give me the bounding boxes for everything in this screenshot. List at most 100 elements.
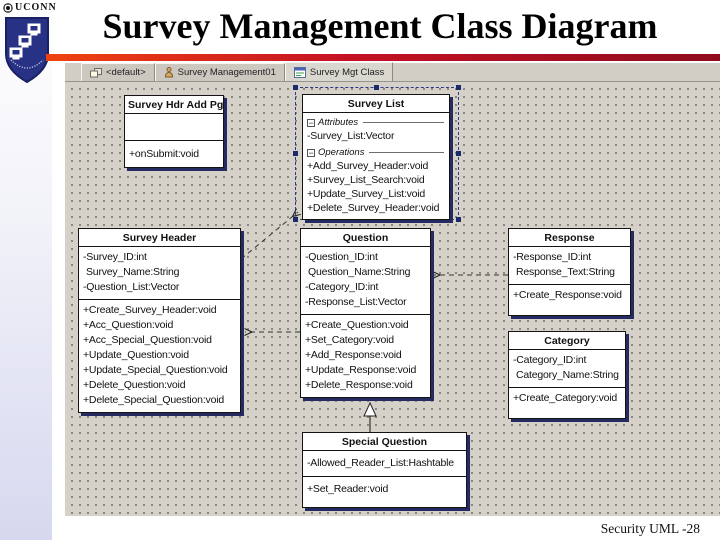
attribute-row: -Question_ID:int — [305, 251, 378, 263]
class-diagram-icon — [293, 66, 306, 78]
left-accent-bar — [0, 0, 52, 540]
operation-row: +Survey_List_Search:void — [307, 174, 425, 186]
collapse-operations-icon[interactable]: − — [307, 147, 315, 158]
class-title: Special Question — [303, 433, 466, 451]
selection-handle[interactable] — [374, 85, 379, 90]
slide-footer: Security UML -28 — [600, 521, 700, 536]
tab-bar: <default> Survey Management01 Survey Mgt… — [65, 62, 720, 82]
attribute-row: -Survey_List:Vector — [307, 130, 395, 142]
operation-row: +Create_Category:void — [513, 392, 618, 404]
diagram-canvas[interactable]: Survey Hdr Add Pg +onSubmit:void Survey … — [65, 82, 720, 516]
class-title: Survey List — [303, 95, 449, 113]
operation-row: +Create_Response:void — [513, 289, 622, 301]
collapse-attributes-icon[interactable]: − — [307, 117, 315, 128]
operation-row: +Create_Question:void — [305, 319, 409, 331]
attribute-row: Category_Name:String — [516, 369, 619, 381]
operation-row: +Delete_Survey_Header:void — [307, 202, 440, 214]
attribute-row: -Question_List:Vector — [83, 281, 180, 293]
class-attributes — [125, 114, 223, 141]
relationship-connectors — [240, 208, 508, 432]
class-attributes: -Survey_ID:int Survey_Name:String -Quest… — [79, 247, 240, 300]
selection-handle[interactable] — [456, 85, 461, 90]
attributes-section-header: − Attributes — [307, 116, 445, 129]
operation-row: +onSubmit:void — [129, 148, 199, 160]
tab-label: Survey Management01 — [177, 67, 276, 78]
operation-row: +Delete_Question:void — [83, 379, 186, 391]
tab-default[interactable]: <default> — [81, 63, 155, 81]
uconn-shield-logo — [5, 17, 49, 84]
section-rule — [363, 122, 444, 123]
attribute-row: -Response_List:Vector — [305, 296, 407, 308]
operation-row: +Set_Category:void — [305, 334, 394, 346]
dependency-surveyheader-to-surveylist[interactable] — [240, 208, 301, 260]
operation-row: +Set_Reader:void — [307, 483, 389, 495]
class-box-response[interactable]: Response -Response_ID:int Response_Text:… — [508, 228, 631, 316]
attribute-row: -Response_ID:int — [513, 251, 591, 263]
class-operations: +Create_Survey_Header:void +Acc_Question… — [79, 300, 240, 412]
class-attributes: -Response_ID:int Response_Text:String — [509, 247, 630, 285]
selection-handle[interactable] — [456, 217, 461, 222]
class-box-question[interactable]: Question -Question_ID:int Question_Name:… — [300, 228, 431, 398]
selection-handle[interactable] — [293, 217, 298, 222]
class-title: Survey Hdr Add Pg — [125, 96, 223, 114]
section-rule — [369, 152, 444, 153]
attribute-row: Question_Name:String — [308, 266, 411, 278]
operation-row: +Add_Response:void — [305, 349, 402, 361]
selection-handle[interactable] — [293, 151, 298, 156]
class-operations: +Set_Reader:void — [303, 477, 466, 507]
class-box-category[interactable]: Category -Category_ID:int Category_Name:… — [508, 331, 626, 419]
selection-handle[interactable] — [456, 151, 461, 156]
class-title: Question — [301, 229, 430, 247]
brand-text: UCONN — [15, 2, 57, 13]
tab-label: Survey Mgt Class — [309, 66, 385, 78]
diagram-window: <default> Survey Management01 Survey Mgt… — [65, 62, 720, 516]
operation-row: +Update_Question:void — [83, 349, 189, 361]
operation-row: +Delete_Special_Question:void — [83, 394, 225, 406]
attribute-row: -Survey_ID:int — [83, 251, 147, 263]
operation-row: +Acc_Question:void — [83, 319, 174, 331]
operation-row: +Delete_Response:void — [305, 379, 413, 391]
class-operations: +Create_Question:void +Set_Category:void… — [301, 315, 430, 397]
class-attributes: -Allowed_Reader_List:Hashtable — [303, 451, 466, 477]
class-operations: − Operations +Add_Survey_Header:void +Su… — [303, 146, 449, 219]
tab-survey-management01[interactable]: Survey Management01 — [154, 63, 285, 81]
tab-survey-mgt-class[interactable]: Survey Mgt Class — [284, 62, 394, 81]
class-box-survey-list[interactable]: Survey List − Attributes -Survey_List:Ve… — [302, 94, 450, 220]
uconn-wordmark: UCONN — [3, 2, 57, 13]
operations-section-header: − Operations — [307, 146, 445, 159]
class-operations: +Create_Response:void — [509, 285, 630, 315]
class-attributes: -Question_ID:int Question_Name:String -C… — [301, 247, 430, 315]
class-box-special-question[interactable]: Special Question -Allowed_Reader_List:Ha… — [302, 432, 467, 508]
operation-row: +Acc_Special_Question:void — [83, 334, 212, 346]
attribute-row: -Category_ID:int — [513, 354, 587, 366]
operation-row: +Add_Survey_Header:void — [307, 160, 429, 172]
class-box-survey-hdr-add-pg[interactable]: Survey Hdr Add Pg +onSubmit:void — [124, 95, 224, 168]
attribute-row: -Category_ID:int — [305, 281, 379, 293]
class-box-survey-header[interactable]: Survey Header -Survey_ID:int Survey_Name… — [78, 228, 241, 413]
page-title: Survey Management Class Diagram — [102, 6, 658, 46]
attribute-row: Response_Text:String — [516, 266, 615, 278]
class-title: Category — [509, 332, 625, 350]
class-title: Response — [509, 229, 630, 247]
uconn-seal-icon — [3, 2, 13, 13]
class-attributes: − Attributes -Survey_List:Vector — [303, 113, 449, 146]
attribute-row: Survey_Name:String — [86, 266, 180, 278]
operation-row: +Create_Survey_Header:void — [83, 304, 217, 316]
operation-row: +Update_Special_Question:void — [83, 364, 228, 376]
class-title: Survey Header — [79, 229, 240, 247]
windows-icon — [90, 67, 102, 77]
class-attributes: -Category_ID:int Category_Name:String — [509, 350, 625, 388]
attributes-label: Attributes — [318, 117, 359, 128]
operation-row: +Update_Response:void — [305, 364, 417, 376]
actor-icon — [164, 67, 173, 78]
class-operations: +Create_Category:void — [509, 388, 625, 418]
class-operations: +onSubmit:void — [125, 141, 223, 167]
tab-label: <default> — [106, 67, 146, 78]
selection-handle[interactable] — [293, 85, 298, 90]
computer-icons — [9, 23, 41, 60]
generalization-triangle[interactable] — [363, 401, 377, 417]
operation-row: +Update_Survey_List:void — [307, 188, 426, 200]
attribute-row: -Allowed_Reader_List:Hashtable — [307, 457, 454, 469]
accent-rule — [46, 54, 720, 61]
